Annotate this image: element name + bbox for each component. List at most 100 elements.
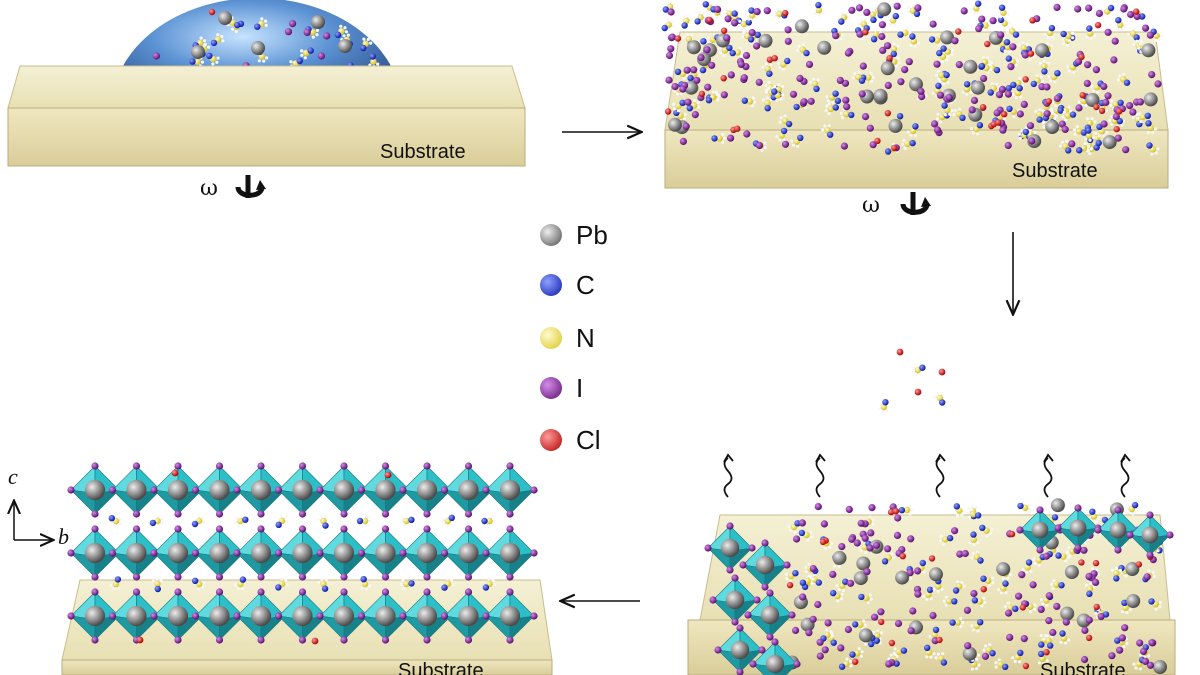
h-atom xyxy=(1158,605,1162,609)
h-atom xyxy=(738,46,742,50)
h-atom xyxy=(234,520,238,524)
n-atom xyxy=(1053,581,1060,588)
i-atom xyxy=(174,462,182,470)
c-atom xyxy=(448,514,455,521)
h-atom xyxy=(257,59,261,63)
h-atom xyxy=(934,656,938,660)
h-atom xyxy=(1025,42,1029,47)
pb-atom xyxy=(218,11,232,25)
h-atom xyxy=(877,407,882,411)
h-atom xyxy=(809,535,813,539)
cl-atom xyxy=(1045,98,1053,105)
panel-wet-film xyxy=(661,0,1169,189)
axis-indicator xyxy=(14,502,52,540)
c-atom xyxy=(662,6,669,13)
c-atom xyxy=(1038,641,1045,648)
n-atom xyxy=(954,619,961,626)
c-atom xyxy=(1025,559,1033,566)
h-atom xyxy=(785,577,789,581)
c-atom xyxy=(971,597,979,604)
i-atom xyxy=(257,588,265,596)
h-atom xyxy=(682,36,686,40)
h-atom xyxy=(1084,137,1088,141)
i-atom xyxy=(894,619,903,628)
c-atom xyxy=(1017,649,1024,656)
i-atom xyxy=(1053,94,1061,103)
h-atom xyxy=(837,564,841,569)
h-atom xyxy=(997,588,1001,592)
h-atom xyxy=(845,657,849,661)
c-atom xyxy=(1037,650,1045,658)
h-atom xyxy=(831,100,835,104)
c-atom xyxy=(1139,13,1146,20)
h-atom xyxy=(890,552,894,556)
i-atom xyxy=(714,646,722,654)
h-atom xyxy=(1038,108,1042,112)
h-atom xyxy=(442,522,446,526)
i-atom xyxy=(381,510,390,518)
h-atom xyxy=(1083,141,1087,146)
i-atom xyxy=(1085,616,1093,624)
c-atom xyxy=(681,22,688,29)
h-atom xyxy=(401,516,405,520)
i-atom xyxy=(316,549,324,557)
h-atom xyxy=(911,366,916,370)
h-atom xyxy=(985,534,989,538)
cl-atom xyxy=(896,348,904,356)
h-atom xyxy=(1021,41,1025,45)
h-atom xyxy=(1125,507,1129,511)
h-atom xyxy=(1039,75,1043,79)
h-atom xyxy=(941,542,946,546)
h-atom xyxy=(739,54,743,58)
h-atom xyxy=(746,29,750,33)
h-atom xyxy=(711,90,715,94)
i-atom xyxy=(1133,12,1141,21)
h-atom xyxy=(767,81,771,85)
i-atom xyxy=(191,549,200,557)
i-atom xyxy=(357,549,366,557)
h-atom xyxy=(264,23,268,27)
i-atom xyxy=(132,510,141,518)
i-atom xyxy=(753,8,761,16)
i-atom xyxy=(191,486,200,494)
h-atom xyxy=(931,91,935,95)
h-atom xyxy=(1050,35,1055,39)
n-atom xyxy=(891,58,898,65)
h-atom xyxy=(840,11,845,15)
h-atom xyxy=(737,24,741,28)
h-atom xyxy=(1050,107,1054,111)
h-atom xyxy=(315,33,319,37)
h-atom xyxy=(988,643,992,647)
h-atom xyxy=(977,653,981,657)
c-atom xyxy=(1010,81,1017,89)
i-atom xyxy=(897,78,905,86)
h-atom xyxy=(775,134,779,139)
c-atom xyxy=(832,104,839,111)
h-atom xyxy=(342,34,346,38)
h-atom xyxy=(1037,661,1042,665)
c-atom xyxy=(1058,582,1065,589)
substrate-1 xyxy=(7,65,526,167)
h-atom xyxy=(155,577,159,581)
h-atom xyxy=(1125,641,1129,645)
h-atom xyxy=(1042,121,1046,125)
c-atom xyxy=(1005,85,1012,92)
pb-atom xyxy=(880,61,895,76)
c-atom xyxy=(949,619,956,626)
i-atom xyxy=(758,646,766,654)
h-atom xyxy=(1131,512,1135,516)
i-atom xyxy=(132,462,141,470)
h-atom xyxy=(1045,659,1049,663)
h-atom xyxy=(697,73,701,77)
i-atom xyxy=(174,510,182,518)
h-atom xyxy=(1116,27,1120,31)
h-atom xyxy=(944,595,948,599)
h-atom xyxy=(970,624,974,628)
h-atom xyxy=(932,652,936,656)
h-atom xyxy=(891,556,896,560)
i-atom xyxy=(1074,5,1082,13)
n-atom xyxy=(1000,9,1007,16)
i-atom xyxy=(323,32,331,40)
h-atom xyxy=(821,128,825,132)
